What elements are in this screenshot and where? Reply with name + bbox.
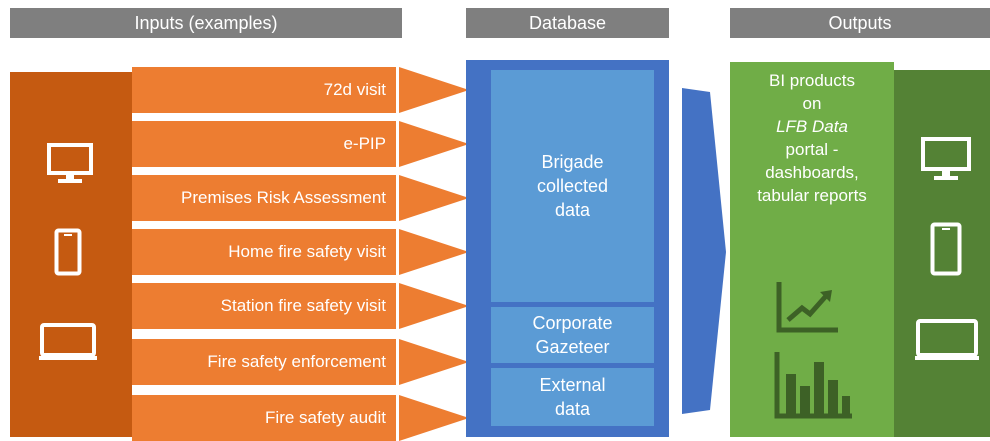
monitor-icon	[47, 143, 93, 183]
input-label: Premises Risk Assessment	[132, 175, 396, 221]
outputs-line-2: on	[802, 93, 822, 113]
arrow-separator	[396, 67, 399, 113]
outputs-line-6: tabular reports	[757, 185, 867, 205]
db-gazetteer-line-1: Corporate	[532, 312, 613, 333]
input-label: e-PIP	[132, 121, 396, 167]
input-label: Fire safety audit	[132, 395, 396, 441]
db-external-line-2: data	[554, 399, 591, 419]
header-inputs: Inputs (examples)	[10, 8, 402, 38]
input-arrow-premises-risk-assessment: Premises Risk Assessment	[132, 175, 472, 221]
db-brigade-line-3: data	[554, 200, 591, 221]
header-database: Database	[466, 8, 669, 38]
input-arrow-station-fire-safety-visit: Station fire safety visit	[132, 283, 472, 329]
arrow-head	[399, 283, 469, 329]
arrow-head	[399, 395, 469, 441]
monitor-icon	[921, 137, 971, 180]
outputs-line-1: BI products	[769, 71, 855, 90]
arrow-separator	[396, 175, 399, 221]
db-gazetteer-line-2: Gazeteer	[535, 337, 610, 357]
input-label: Home fire safety visit	[132, 229, 396, 275]
arrow-separator	[396, 229, 399, 275]
arrow-head	[399, 67, 469, 113]
input-label: Fire safety enforcement	[132, 339, 396, 385]
outputs-description: BI products on LFB Data portal - dashboa…	[730, 70, 894, 208]
arrow-head	[399, 229, 469, 275]
flow-arrow	[682, 88, 726, 414]
arrow-head	[399, 175, 469, 221]
input-arrow-fire-safety-audit: Fire safety audit	[132, 395, 472, 441]
laptop-icon	[39, 323, 97, 360]
bar-chart-icon	[774, 352, 852, 419]
outputs-line-5: dashboards,	[765, 162, 859, 182]
db-external-data: External data	[491, 368, 654, 426]
db-external-line-1: External	[539, 374, 606, 395]
arrow-head	[399, 339, 469, 385]
laptop-icon	[915, 319, 979, 360]
db-corporate-gazetteer: Corporate Gazeteer	[491, 307, 654, 363]
tablet-icon	[930, 222, 962, 276]
outputs-line-3: LFB Data	[776, 116, 848, 136]
arrow-head	[399, 121, 469, 167]
header-outputs: Outputs	[730, 8, 990, 38]
input-arrow-fire-safety-enforcement: Fire safety enforcement	[132, 339, 472, 385]
outputs-device-panel	[894, 70, 990, 437]
arrow-separator	[396, 339, 399, 385]
input-arrow-72d-visit: 72d visit	[132, 67, 472, 113]
arrow-separator	[396, 395, 399, 441]
input-arrow-e-pip: e-PIP	[132, 121, 472, 167]
db-brigade-line-2: collected	[536, 175, 609, 196]
inputs-device-panel	[10, 72, 132, 437]
db-brigade-line-1: Brigade	[541, 151, 604, 172]
tablet-icon	[54, 228, 82, 276]
input-label: Station fire safety visit	[132, 283, 396, 329]
input-arrow-home-fire-safety-visit: Home fire safety visit	[132, 229, 472, 275]
input-label: 72d visit	[132, 67, 396, 113]
outputs-bi-panel	[730, 62, 894, 437]
arrow-separator	[396, 121, 399, 167]
line-chart-icon	[776, 282, 838, 333]
arrow-separator	[396, 283, 399, 329]
outputs-line-4: portal -	[785, 139, 839, 159]
db-brigade-collected-data: Brigade collected data	[491, 70, 654, 302]
